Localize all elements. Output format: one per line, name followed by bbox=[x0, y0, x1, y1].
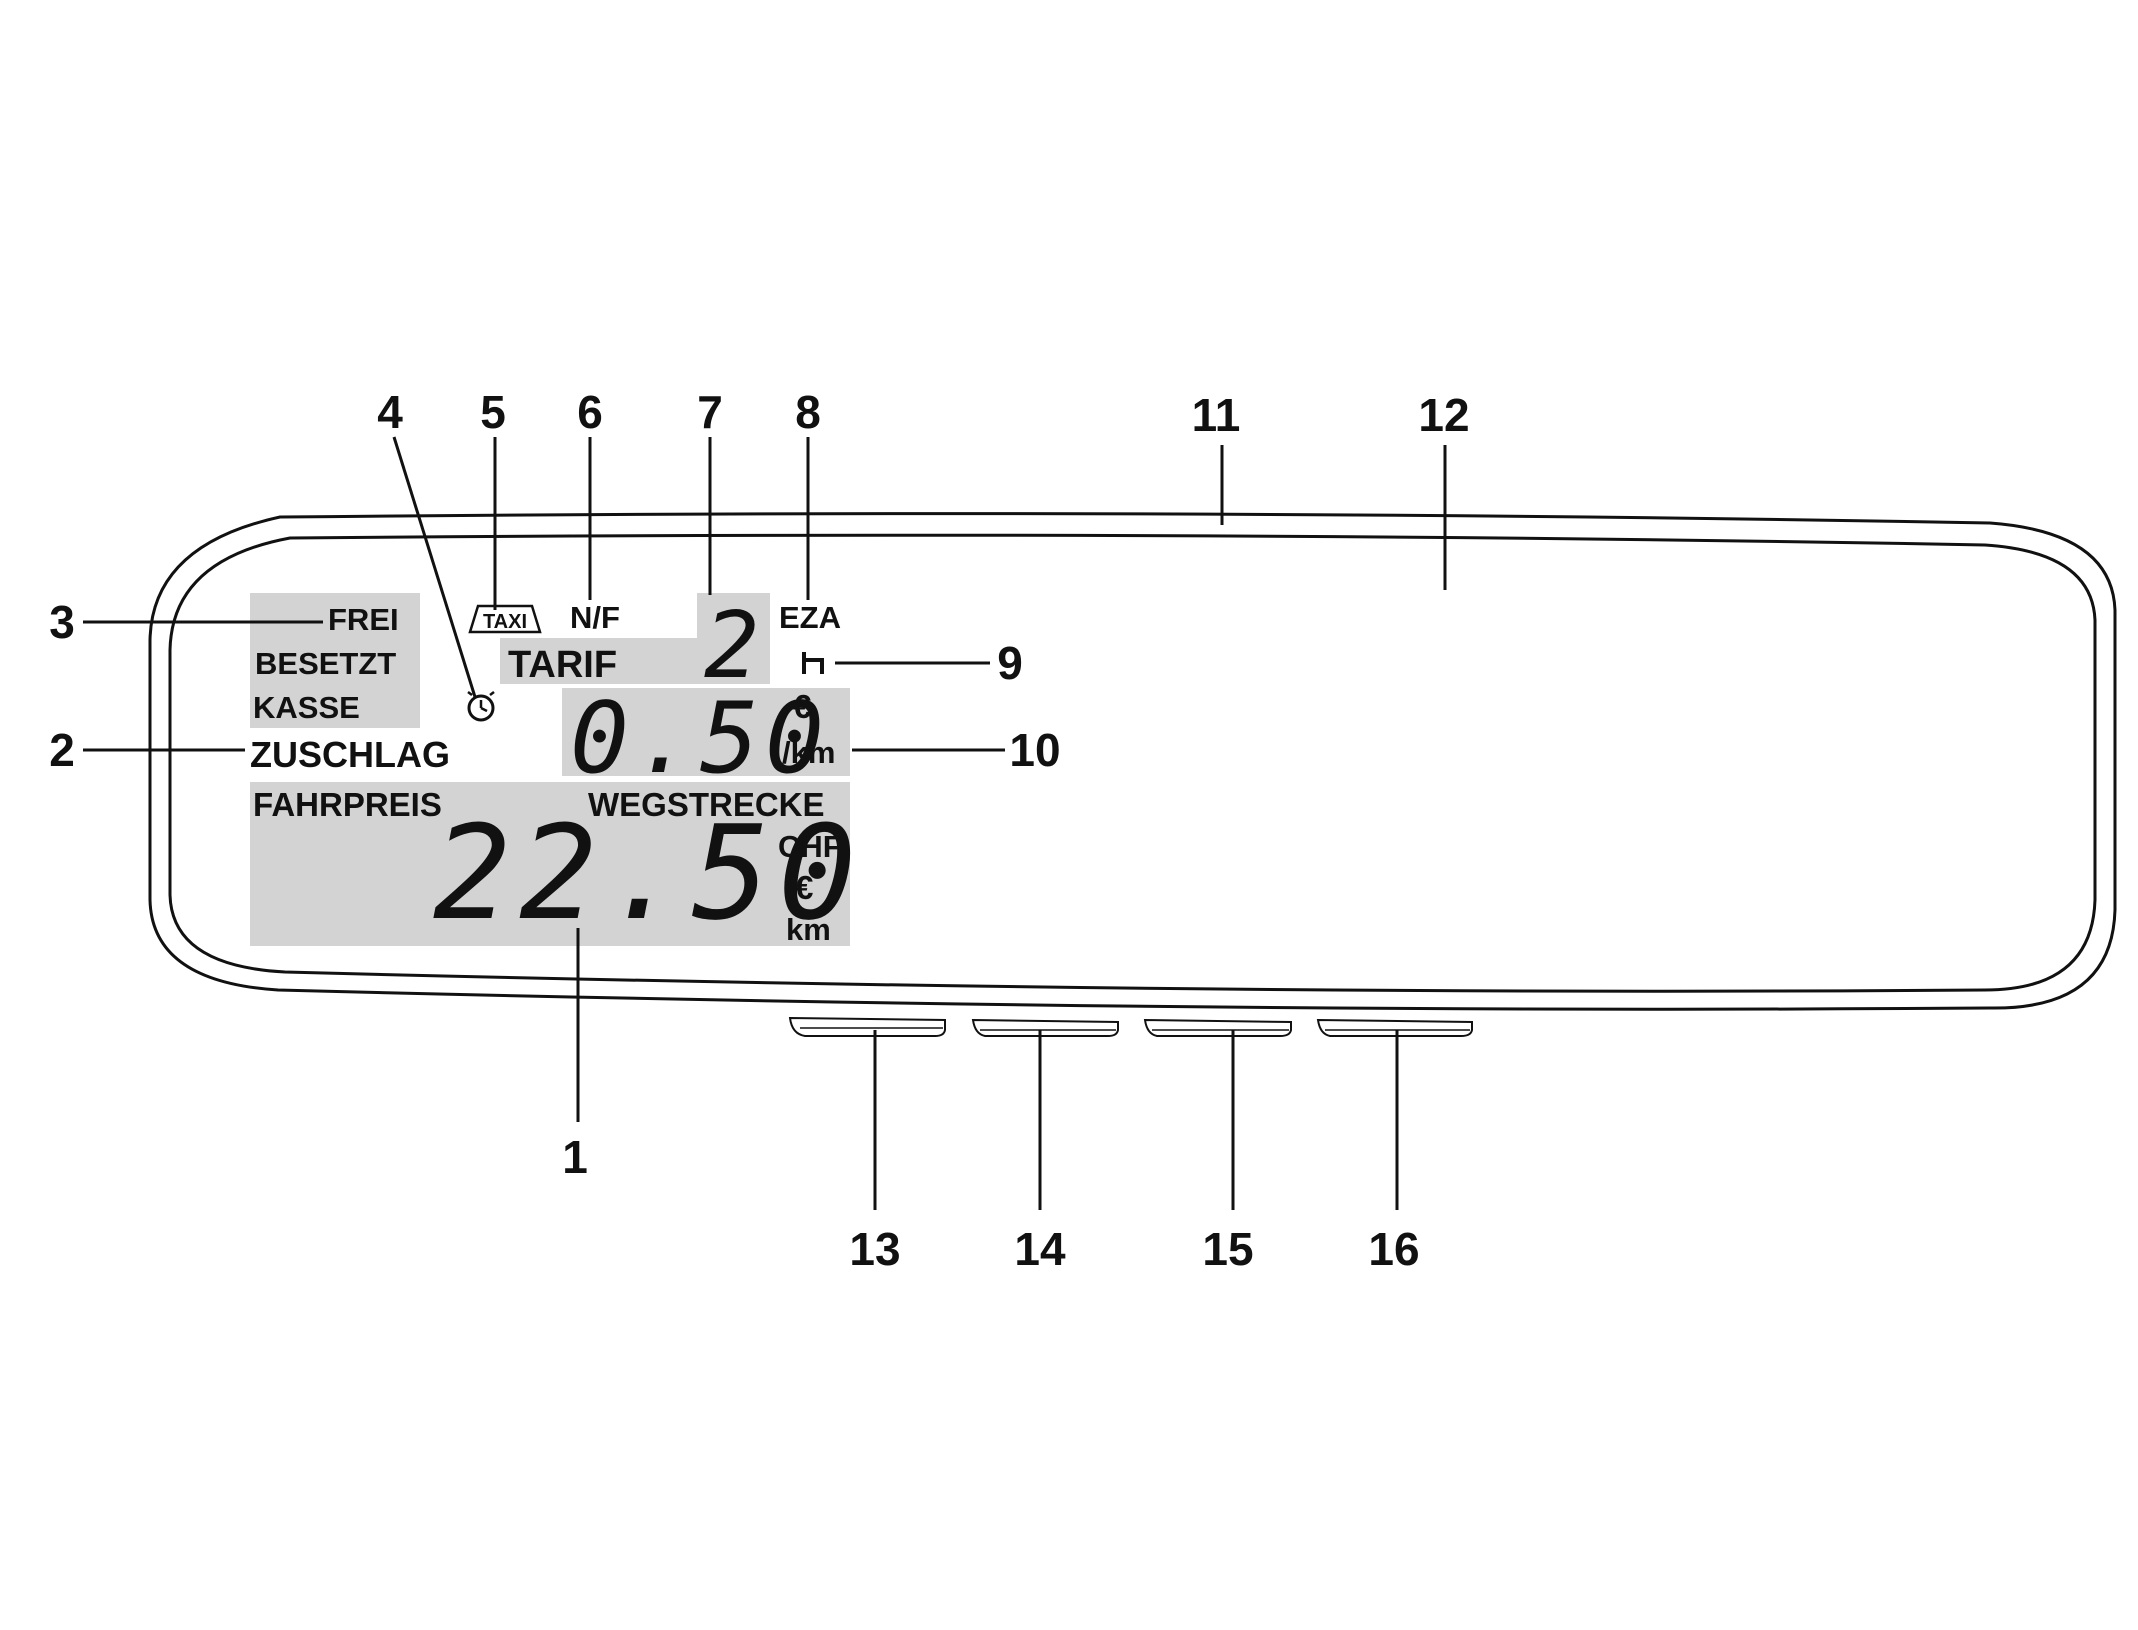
eza-label: EZA bbox=[779, 600, 841, 635]
mirror-outer-outline bbox=[148, 512, 2117, 1011]
leader-4 bbox=[392, 436, 477, 698]
callout-10: 10 bbox=[1009, 724, 1060, 776]
taxi-sign-icon: TAXI bbox=[468, 604, 542, 634]
tarif-digit-highlight bbox=[697, 593, 770, 683]
callout-14: 14 bbox=[1014, 1223, 1066, 1275]
status-besetzt: BESETZT bbox=[255, 646, 396, 681]
rate-value: 0.50 bbox=[570, 682, 830, 796]
unit-chf: CHF bbox=[778, 829, 842, 864]
button-16[interactable] bbox=[1316, 1018, 1473, 1037]
callout-12: 12 bbox=[1418, 389, 1469, 441]
wegstrecke-label: WEGSTRECKE bbox=[588, 786, 825, 823]
callout-5: 5 bbox=[480, 386, 506, 438]
callout-15: 15 bbox=[1202, 1223, 1253, 1275]
status-frei: FREI bbox=[328, 602, 399, 637]
button-13[interactable] bbox=[788, 1016, 946, 1037]
hold-icon bbox=[802, 652, 824, 674]
unit-euro: € bbox=[795, 869, 813, 906]
mirror-inner-outline bbox=[168, 533, 2097, 993]
tarif-digit: 2 bbox=[704, 592, 759, 699]
callout-13: 13 bbox=[849, 1223, 900, 1275]
rate-unit: /km bbox=[782, 735, 835, 770]
tarif-label: TARIF bbox=[508, 644, 617, 686]
fahrpreis-label: FAHRPREIS bbox=[253, 786, 442, 823]
callout-7: 7 bbox=[697, 386, 723, 438]
callout-3: 3 bbox=[49, 596, 75, 648]
callout-2: 2 bbox=[49, 724, 75, 776]
callout-4: 4 bbox=[377, 386, 403, 438]
taxi-label: TAXI bbox=[483, 611, 527, 633]
fare-highlight bbox=[250, 782, 850, 946]
nf-label: N/F bbox=[570, 600, 620, 635]
status-kasse: KASSE bbox=[253, 690, 360, 725]
status-highlight bbox=[250, 593, 420, 728]
callout-11: 11 bbox=[1192, 389, 1241, 441]
button-15[interactable] bbox=[1143, 1018, 1292, 1037]
unit-km: km bbox=[786, 912, 831, 947]
button-14[interactable] bbox=[971, 1018, 1119, 1037]
callout-1: 1 bbox=[562, 1131, 588, 1183]
callout-6: 6 bbox=[577, 386, 603, 438]
rate-currency: € bbox=[793, 688, 811, 725]
callout-9: 9 bbox=[997, 637, 1023, 689]
rate-highlight bbox=[562, 688, 850, 776]
callout-16: 16 bbox=[1368, 1223, 1419, 1275]
fare-value: 22.50 bbox=[433, 797, 864, 949]
clock-icon bbox=[467, 691, 495, 722]
callout-8: 8 bbox=[795, 386, 821, 438]
zuschlag-label: ZUSCHLAG bbox=[250, 734, 450, 775]
